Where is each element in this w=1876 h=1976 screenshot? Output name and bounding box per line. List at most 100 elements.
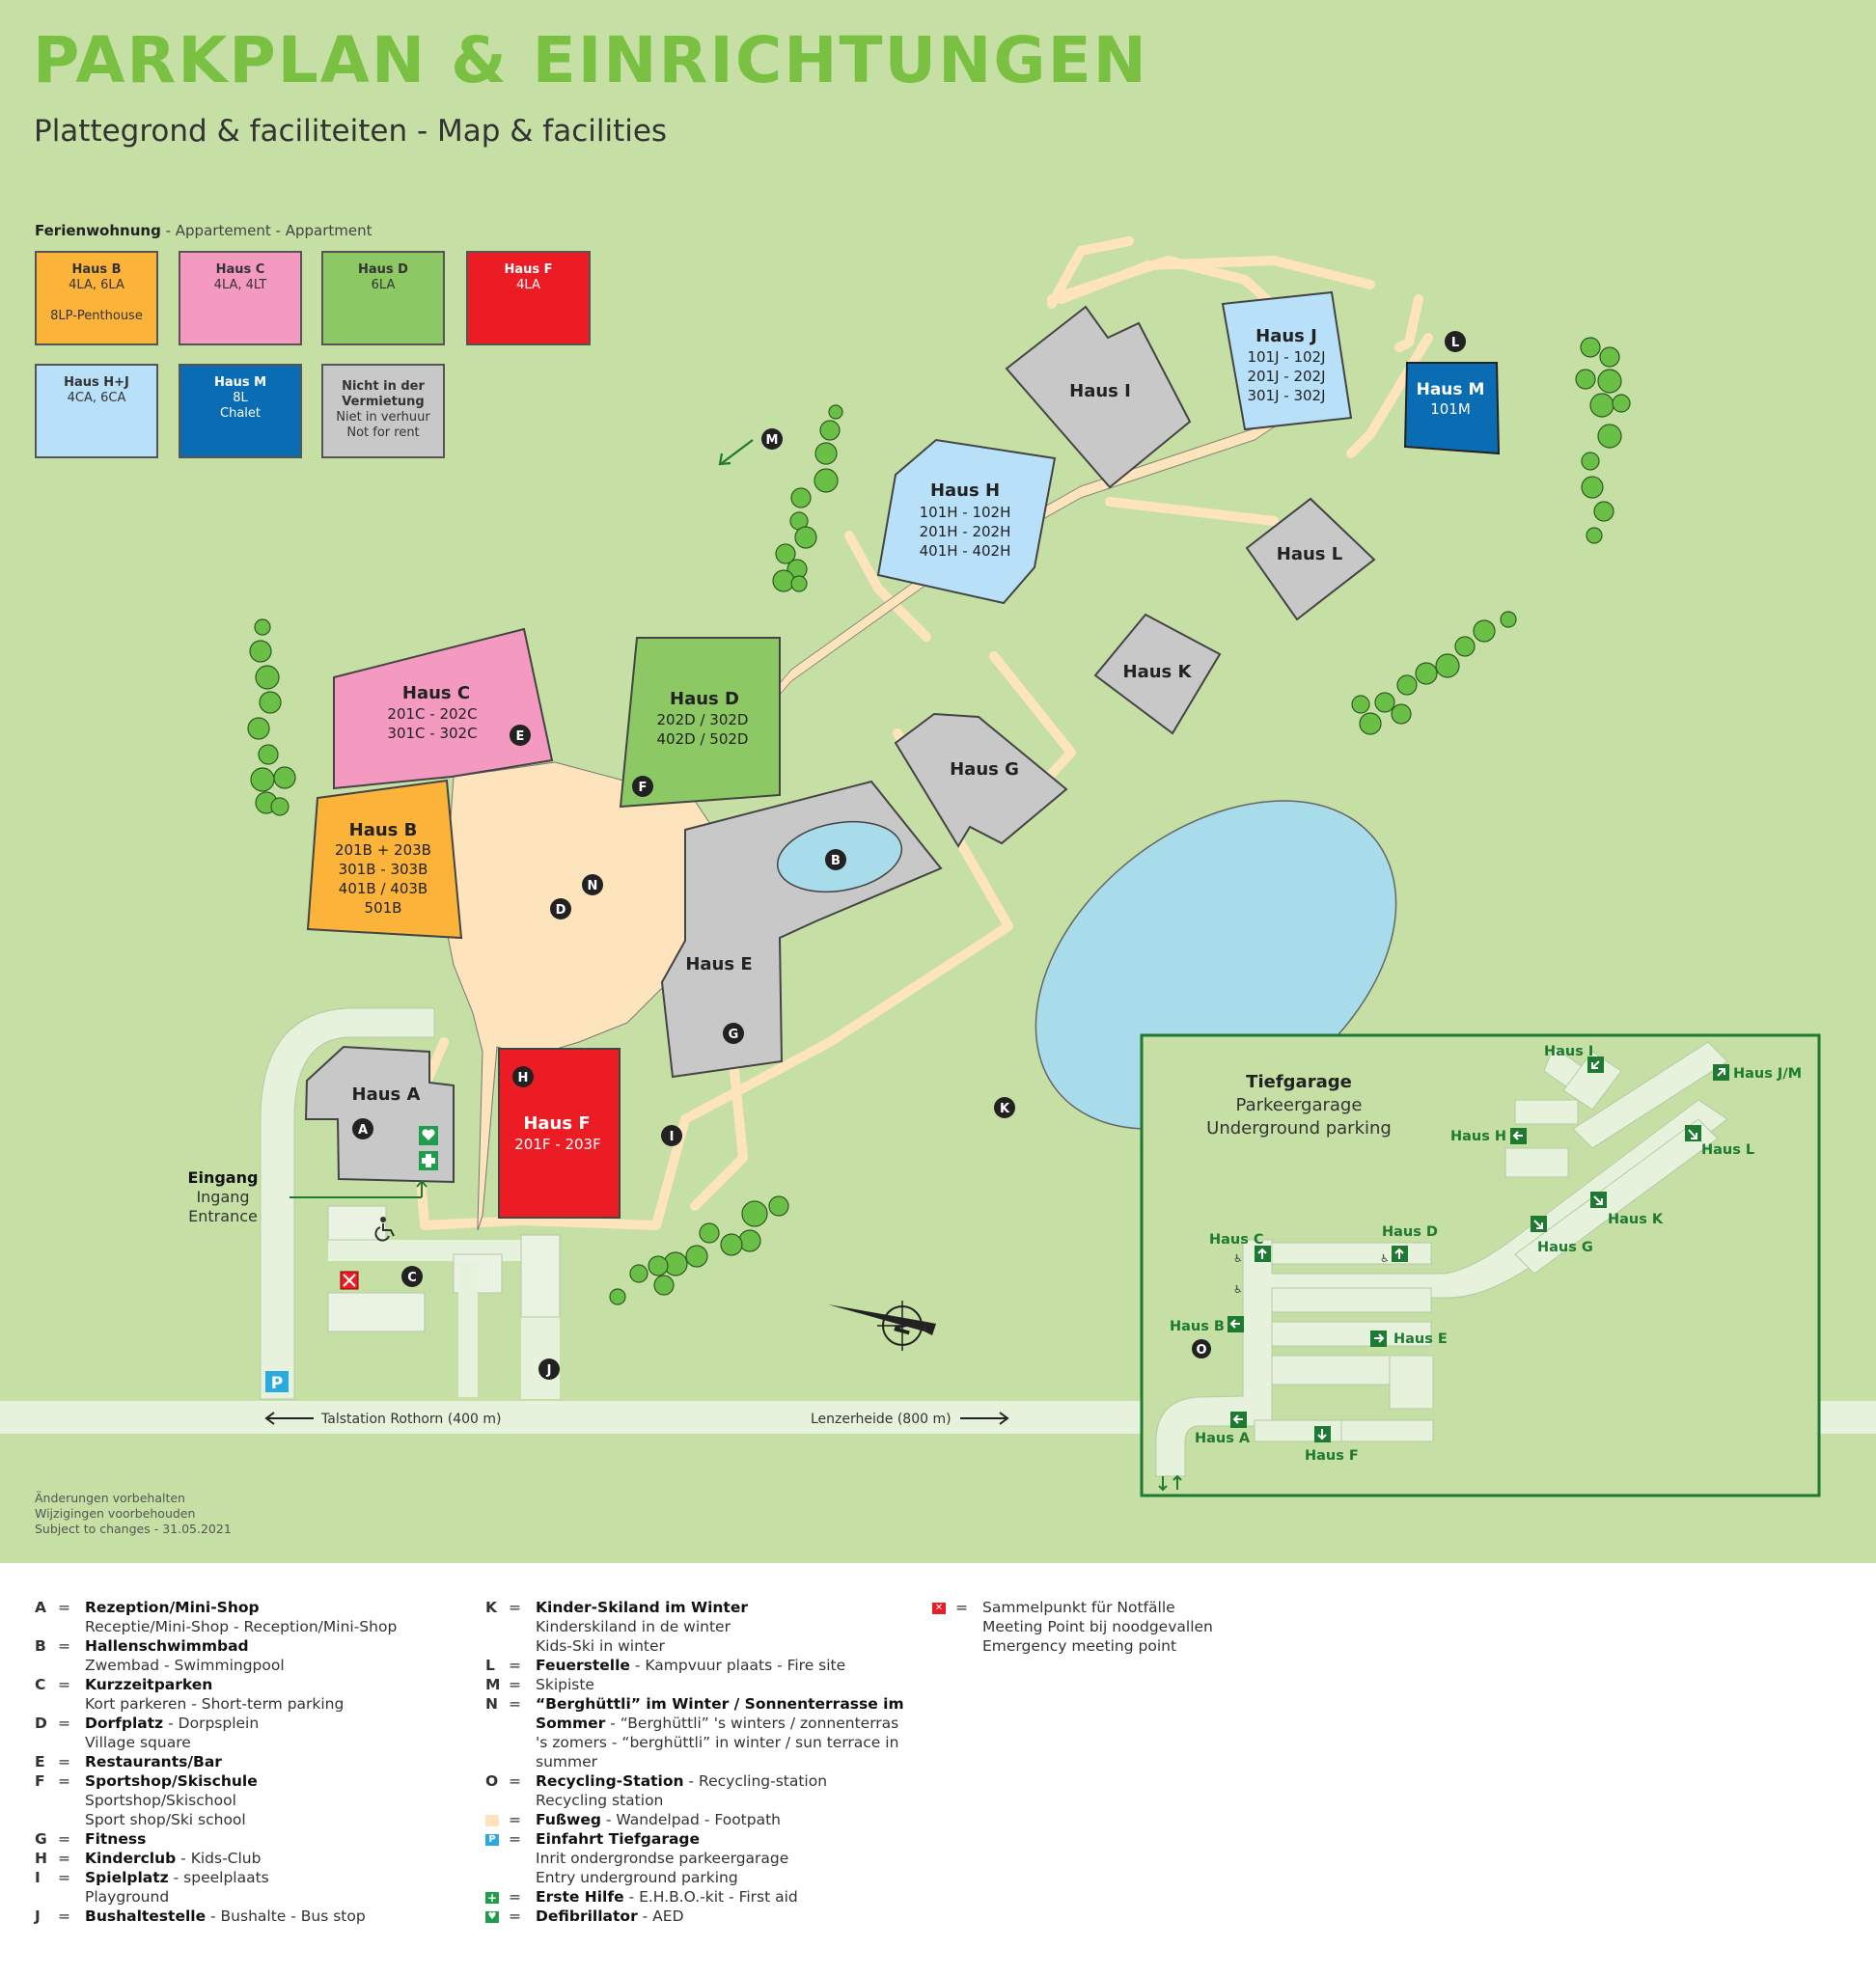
legend-key: E — [35, 1753, 45, 1770]
legend-key: B — [35, 1637, 46, 1655]
legend-equals: = — [58, 1676, 70, 1693]
svg-text:M: M — [766, 433, 779, 448]
legend-key: I — [35, 1869, 41, 1886]
page-title: PARKPLAN & EINRICHTUNGEN — [33, 23, 1148, 97]
haus-d-unit: 402D / 502D — [657, 730, 749, 748]
legend-key: F — [35, 1772, 45, 1790]
marker-i[interactable]: I — [661, 1125, 682, 1146]
svg-text:♿: ♿ — [1233, 1283, 1243, 1296]
legend-row: ♥=Defibrillator - AED — [485, 1907, 910, 1926]
apartment-legend-heading: Ferienwohnung - Appartement - Appartment — [35, 222, 372, 239]
aed-icon: ♥ — [485, 1910, 499, 1923]
garage-label-haus-jm: Haus J/M — [1733, 1066, 1802, 1082]
garage-subtitle-en: Underground parking — [1206, 1118, 1392, 1139]
parking-icon[interactable]: P — [265, 1371, 289, 1393]
svg-text:E: E — [516, 729, 525, 744]
legend-text: Bushaltestelle - Bushalte - Bus stop — [85, 1907, 366, 1925]
legend-equals: = — [58, 1907, 70, 1925]
haus-l — [1245, 497, 1376, 621]
svg-text:N: N — [588, 879, 598, 893]
entrance-label-en: Entrance — [188, 1207, 258, 1225]
entrance-label: Eingang — [188, 1168, 259, 1187]
svg-text:J: J — [546, 1363, 552, 1378]
marker-f[interactable]: F — [632, 776, 653, 797]
haus-f-label: Haus F — [523, 1113, 590, 1134]
legend-row: G=Fitness — [35, 1829, 459, 1849]
haus-h — [876, 438, 1057, 605]
legend-equals: = — [58, 1850, 70, 1867]
garage-entry-arrows — [1158, 1474, 1182, 1492]
marker-n[interactable]: N — [582, 874, 603, 895]
legend-key: M — [485, 1676, 501, 1693]
legend-key: D — [35, 1715, 47, 1732]
haus-b-unit: 401B / 403B — [339, 880, 428, 897]
haus-j-unit: 301J - 302J — [1247, 387, 1325, 404]
legend-key: + — [485, 1887, 509, 1907]
garage-label-haus-a: Haus A — [1195, 1431, 1251, 1446]
svg-text:O: O — [1196, 1343, 1206, 1358]
legend-text: Restaurants/Bar — [85, 1753, 222, 1770]
haus-c — [333, 627, 554, 790]
legend-box-not-for-rent: Nicht in der Vermietung Niet in verhuur … — [321, 364, 445, 458]
marker-l[interactable]: L — [1445, 331, 1466, 352]
legend-key: J — [35, 1907, 41, 1925]
marker-h[interactable]: H — [512, 1066, 534, 1087]
legend-row: N=“Berghüttli” im Winter / Sonnenterrass… — [485, 1694, 910, 1771]
svg-text:C: C — [407, 1271, 417, 1285]
marker-m[interactable]: M — [761, 428, 783, 450]
marker-j[interactable]: J — [538, 1358, 560, 1380]
wheelchair-icon — [374, 1217, 395, 1242]
legend-key: ♥ — [485, 1907, 509, 1926]
haus-c-unit: 201C - 202C — [387, 705, 477, 723]
legend-equals: = — [509, 1907, 521, 1925]
legend-equals: = — [509, 1830, 521, 1848]
legend-box-haus-f: Haus F 4LA — [466, 251, 591, 345]
legend-row: H=Kinderclub - Kids-Club — [35, 1849, 459, 1868]
haus-e — [660, 780, 943, 1079]
aed-icon — [419, 1126, 438, 1145]
marker-g[interactable]: G — [723, 1023, 744, 1044]
garage-label-haus-c: Haus C — [1209, 1232, 1264, 1248]
garage-marker-o[interactable]: O — [1192, 1339, 1211, 1358]
haus-h-unit: 201H - 202H — [920, 523, 1011, 540]
marker-c[interactable]: C — [401, 1266, 423, 1287]
legend-key: O — [485, 1772, 499, 1790]
haus-c-unit: 301C - 302C — [387, 725, 477, 742]
legend-row: M=Skipiste — [485, 1675, 910, 1694]
haus-d-unit: 202D / 302D — [657, 711, 749, 728]
compass-icon: N — [828, 1301, 936, 1351]
haus-j — [1221, 290, 1353, 431]
svg-text:D: D — [556, 903, 566, 918]
arrow-icon — [718, 439, 754, 466]
legend-text: Kinderclub - Kids-Club — [85, 1850, 262, 1867]
legend-equals: = — [58, 1753, 70, 1770]
marker-e[interactable]: E — [510, 725, 531, 746]
legend-equals: = — [58, 1637, 70, 1655]
marker-d[interactable]: D — [550, 898, 571, 919]
marker-k[interactable]: K — [994, 1097, 1015, 1118]
page-subtitle: Plattegrond & faciliteiten - Map & facil… — [34, 114, 668, 149]
legend-equals: = — [509, 1657, 521, 1674]
legend-equals: = — [58, 1715, 70, 1732]
first-aid-icon — [419, 1151, 438, 1170]
legend-key: C — [35, 1676, 46, 1693]
legend-equals: = — [58, 1772, 70, 1790]
marker-a[interactable]: A — [352, 1118, 373, 1139]
legend-equals: = — [955, 1599, 968, 1616]
legend-box-haus-d: Haus D 6LA — [321, 251, 445, 345]
haus-e-label: Haus E — [685, 954, 752, 974]
legend-key: A — [35, 1599, 46, 1616]
marker-b[interactable]: B — [825, 849, 846, 870]
